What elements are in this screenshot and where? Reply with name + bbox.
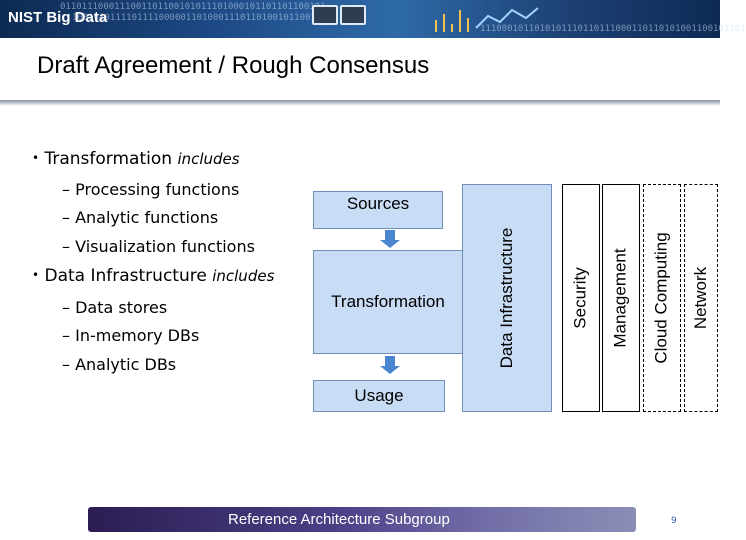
network-bar: Network <box>684 184 718 412</box>
security-bar: Security <box>562 184 600 412</box>
bullet-text: Data Infrastructure <box>44 266 213 286</box>
management-bar: Management <box>602 184 640 412</box>
cloud-computing-bar: Cloud Computing <box>643 184 681 412</box>
binary-pattern-1: 0110111000111001101100101011101000101101… <box>60 2 326 12</box>
usage-box: Usage <box>313 380 445 412</box>
list-item: – Data stores <box>62 298 168 317</box>
binary-pattern-3: 1110001011010101110110111000110110101001… <box>480 24 746 34</box>
page-title: Draft Agreement / Rough Consensus <box>37 52 430 79</box>
transformation-box: Transformation <box>313 250 463 354</box>
cloud-computing-label: Cloud Computing <box>652 232 672 364</box>
security-label: Security <box>571 267 591 329</box>
arrow-down-icon <box>380 356 400 374</box>
usage-label: Usage <box>354 386 404 405</box>
bullet-text: Transformation <box>44 149 178 169</box>
bullet-transformation: • Transformation includes <box>32 149 240 169</box>
bullet-dot-icon: • <box>32 268 40 282</box>
footer-bar <box>88 507 636 532</box>
management-label: Management <box>611 248 631 348</box>
footer-text: Reference Architecture Subgroup <box>228 511 450 528</box>
bullet-emphasis: includes <box>212 267 275 285</box>
bullet-data-infrastructure: • Data Infrastructure includes <box>32 266 274 286</box>
chart-graphic-icon <box>435 7 539 32</box>
list-item: – In-memory DBs <box>62 326 200 345</box>
arrow-down-icon <box>380 230 400 248</box>
list-item: – Processing functions <box>62 180 240 199</box>
title-divider <box>0 100 720 106</box>
bullet-dot-icon: • <box>32 151 40 165</box>
data-infrastructure-bar: Data Infrastructure <box>462 184 552 412</box>
sources-label: Sources <box>346 194 410 213</box>
computer-icon-2 <box>340 5 366 25</box>
nist-logo: NIST Big Data <box>8 9 108 26</box>
list-item: – Analytic functions <box>62 208 219 227</box>
binary-pattern-2: 1001010111101111000001101000111011010010… <box>72 13 338 23</box>
data-infrastructure-label: Data Infrastructure <box>497 227 516 369</box>
bullet-emphasis: includes <box>177 150 240 168</box>
network-label: Network <box>691 266 711 330</box>
list-item: – Analytic DBs <box>62 355 177 374</box>
computer-icon <box>312 5 338 25</box>
header-banner: 0110111000111001101100101011101000101101… <box>0 0 746 38</box>
transformation-label: Transformation <box>331 292 445 311</box>
page-number: 9 <box>671 516 677 526</box>
sources-box: Sources <box>313 191 443 229</box>
list-item: – Visualization functions <box>62 237 255 256</box>
